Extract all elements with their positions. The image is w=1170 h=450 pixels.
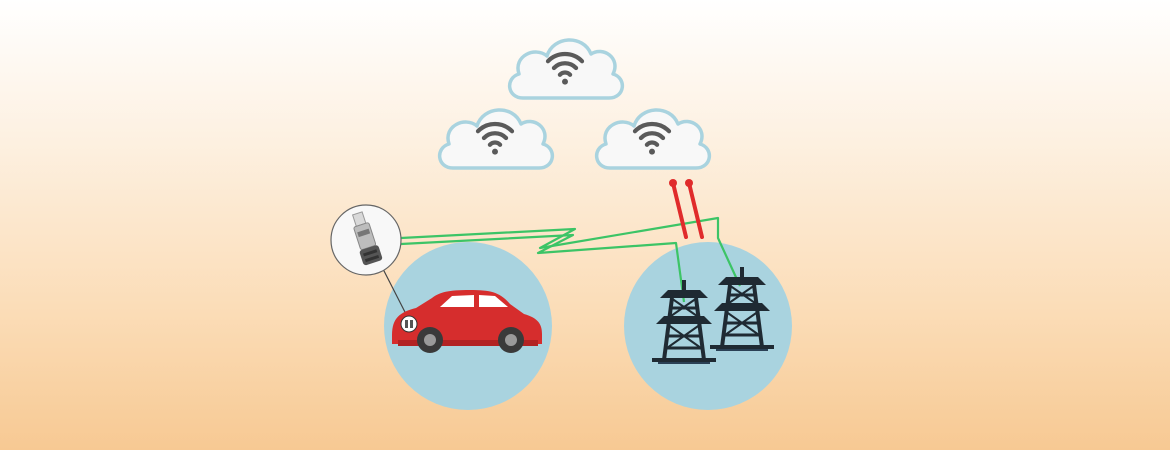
- break-node-left: [669, 179, 677, 187]
- cloud-right: [594, 108, 712, 170]
- charging-plug-icon: [351, 211, 383, 266]
- charging-plug-inset: [330, 204, 409, 319]
- grid-circle: [624, 242, 792, 410]
- cloud-icon: [437, 108, 555, 170]
- cloud-top: [507, 38, 625, 100]
- signal-break-icon: [671, 181, 704, 239]
- cloud-icon: [594, 108, 712, 170]
- electric-car-icon: [392, 290, 542, 353]
- cloud-left: [437, 108, 555, 170]
- cloud-icon: [507, 38, 625, 100]
- break-node-right: [685, 179, 693, 187]
- wire-lower: [400, 233, 686, 303]
- connection-wires: [400, 216, 741, 303]
- wire-upper: [400, 216, 741, 287]
